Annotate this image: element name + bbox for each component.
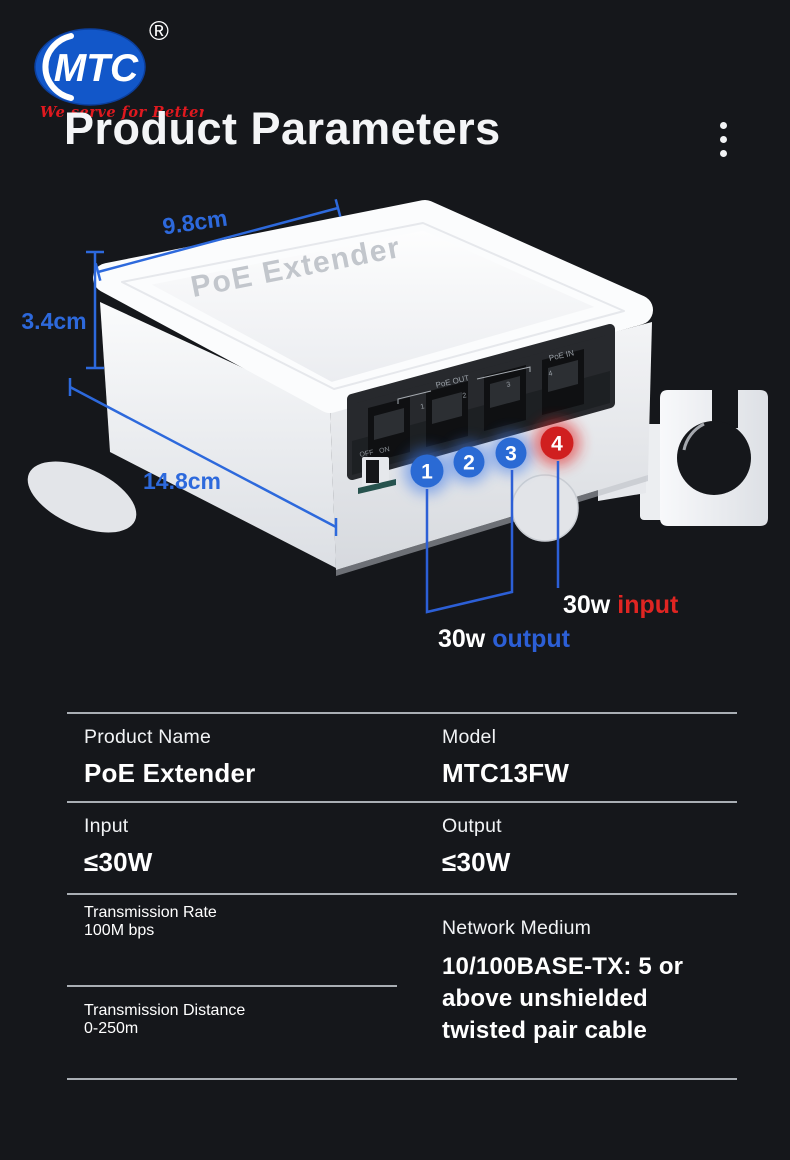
svg-text:3: 3 [506,381,511,389]
spec-value: ≤30W [84,847,153,877]
kebab-menu-icon[interactable] [706,112,740,166]
port-badge-1 [410,454,444,488]
switch-on-label: ON [379,446,391,455]
spec-cell-network-medium: Network Medium 10/100BASE-TX: 5 or above… [425,895,737,1078]
port-badge-4 [540,426,574,460]
spec-row-product: Product Name PoE Extender Model MTC13FW [67,714,737,801]
spec-label: Transmission Rate [84,904,217,921]
spec-value: ≤30W [442,847,511,877]
bracket-hole [677,421,751,495]
spec-cell-output: Output ≤30W [425,803,737,893]
logo-ellipse [34,28,146,106]
spec-cell-transmission-rate: Transmission Rate 100M bps [67,895,425,985]
spec-row-transmission: Transmission Rate 100M bps Transmission … [67,893,737,1078]
dimension-height-label: 3.4cm [21,308,86,334]
dimension-length-label: 14.8cm [143,468,221,494]
port-panel: PoE OUT 1 2 3 4 PoE IN [347,324,615,480]
rj45-port-2 [426,381,468,447]
power-switch: OFF ON [358,446,396,494]
spec-label: Output [442,815,502,837]
output-callout-line [425,470,514,614]
spec-left-stack: Transmission Rate 100M bps Transmission … [67,895,425,1078]
spec-row-power: Input ≤30W Output ≤30W [67,801,737,893]
logo-swoosh [42,33,74,101]
spec-label: Product Name [84,726,212,748]
mtc-logo: MTC ® We serve for Better [34,16,204,121]
spec-value: 100M bps [84,922,155,939]
bracket-notch [712,386,738,428]
spec-value: 0-250m [84,1020,139,1037]
device-top-face: PoE Extender [93,200,653,413]
spec-sub-divider [67,985,397,987]
svg-text:4: 4 [548,370,553,378]
port-badge-4-number: 4 [551,433,563,456]
page-title: Product Parameters [64,103,501,154]
spec-label: Model [442,726,497,748]
spec-cell-product-name: Product Name PoE Extender [67,714,425,803]
spec-value: 10/100BASE-TX: 5 or above unshielded twi… [442,953,684,1044]
port-badge-2-number: 2 [463,452,475,475]
svg-text:2: 2 [462,392,467,400]
spec-cell-model: Model MTC13FW [425,714,737,803]
svg-text:1: 1 [420,403,425,411]
device-left-face [100,302,336,568]
spec-value: PoE Extender [84,758,256,788]
port-badge-1-number: 1 [421,461,433,484]
logo-brand-text: MTC [54,47,139,90]
dimension-top-label: 9.8cm [161,205,229,240]
spec-label: Transmission Distance [84,1002,246,1019]
port-badge-3-number: 3 [505,443,517,466]
port-badge-2 [453,446,485,478]
spec-label: Input [84,815,129,837]
registered-mark-icon: ® [149,16,169,46]
mount-wing-left [27,461,137,533]
spec-value: MTC13FW [442,758,570,788]
rj45-port-4 [542,349,584,415]
rj45-port-1 [368,397,410,463]
logo-tagline: We serve for Better [40,104,204,121]
spec-table: Product Name PoE Extender Model MTC13FW … [67,712,737,1080]
spec-label: Network Medium [442,917,592,939]
dimension-lines [68,198,342,536]
product-illustration: PoE Extender [21,198,768,653]
rj45-port-3 [484,365,526,431]
front-mount-hole [511,474,579,542]
switch-off-label: OFF [359,449,374,459]
spec-cell-input: Input ≤30W [67,803,425,893]
port-badge-3 [495,437,527,469]
spec-cell-transmission-distance: Transmission Distance 0-250m [67,987,425,1078]
